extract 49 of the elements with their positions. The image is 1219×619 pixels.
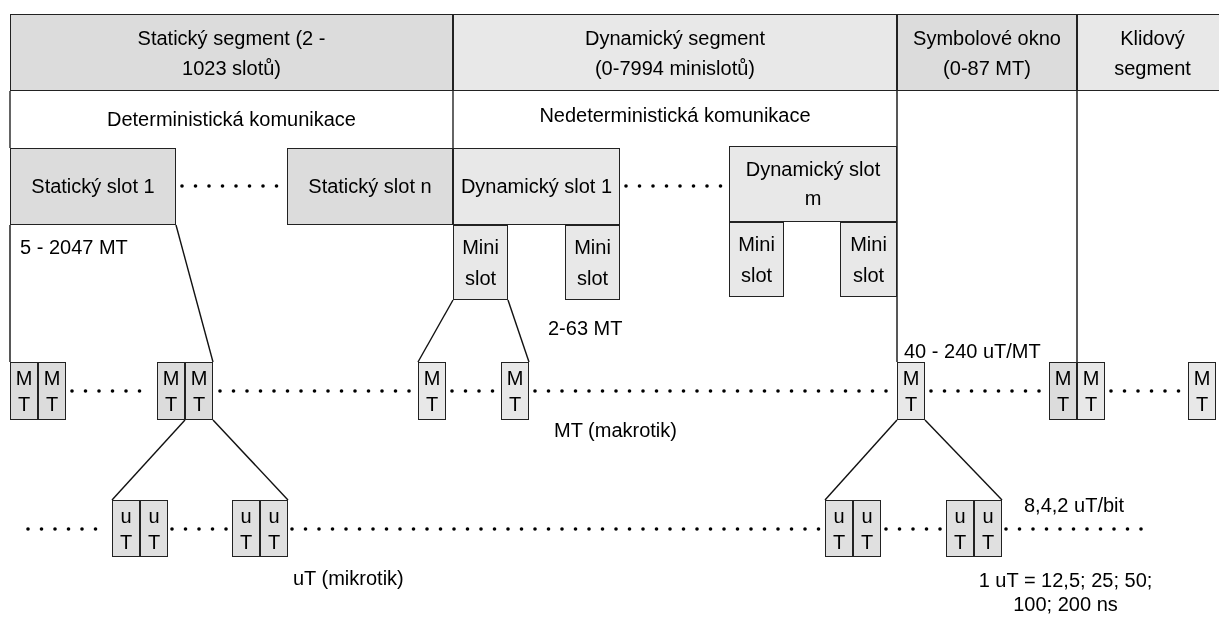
annotation-text: Nedeterministická komunikace: [538, 103, 812, 128]
connector-line: [1076, 90, 1078, 363]
annotation-text: Deterministická komunikace: [106, 107, 357, 132]
connector-line: [9, 224, 11, 363]
annotation-text: uT (mikrotik): [293, 566, 405, 591]
annotation-text: 1 uT = 12,5; 25; 50; 100; 200 ns: [977, 568, 1154, 616]
annotation-text: 40 - 240 uT/MT: [904, 339, 1042, 364]
annotation-text: 8,4,2 uT/bit: [1024, 493, 1126, 518]
slot-box: Statický slot n: [287, 148, 453, 225]
minislot-box: Mini slot: [840, 222, 897, 297]
annotation-text: 5 - 2047 MT: [20, 235, 129, 260]
connector-line: [924, 419, 1003, 501]
tick-box: MT: [501, 362, 529, 420]
tick-box: MT: [1049, 362, 1077, 420]
tick-box: MT: [38, 362, 66, 420]
connector-line: [824, 419, 898, 501]
segment-header: Klidový segment: [1077, 14, 1219, 91]
tick-box: uT: [853, 500, 881, 557]
slot-box: Dynamický slot m: [729, 146, 897, 222]
segment-header: Statický segment (2 - 1023 slotů): [10, 14, 453, 91]
tick-box: uT: [974, 500, 1002, 557]
annotation-text: MT (makrotik): [554, 418, 678, 443]
tick-box: MT: [418, 362, 446, 420]
connector-line: [507, 299, 530, 363]
connector-line: [417, 299, 454, 363]
tick-box: MT: [1077, 362, 1105, 420]
tick-box: uT: [946, 500, 974, 557]
segment-header: Symbolové okno (0-87 MT): [897, 14, 1077, 91]
minislot-box: Mini slot: [453, 225, 508, 300]
tick-box: MT: [10, 362, 38, 420]
minislot-box: Mini slot: [565, 225, 620, 300]
tick-box: MT: [157, 362, 185, 420]
annotation-text: 2-63 MT: [548, 316, 624, 341]
minislot-box: Mini slot: [729, 222, 784, 297]
slot-box: Dynamický slot 1: [453, 148, 620, 225]
tick-box: uT: [112, 500, 140, 557]
tick-box: uT: [232, 500, 260, 557]
connector-line: [896, 90, 898, 363]
tick-box: MT: [185, 362, 213, 420]
tick-box: uT: [140, 500, 168, 557]
tick-box: MT: [1188, 362, 1216, 420]
tick-box: MT: [897, 362, 925, 420]
segment-header: Dynamický segment (0-7994 minislotů): [453, 14, 897, 91]
tick-box: uT: [260, 500, 288, 557]
slot-box: Statický slot 1: [10, 148, 176, 225]
connector-line: [212, 419, 289, 501]
connector-line: [175, 224, 214, 363]
tick-box: uT: [825, 500, 853, 557]
connector-line: [111, 419, 186, 501]
